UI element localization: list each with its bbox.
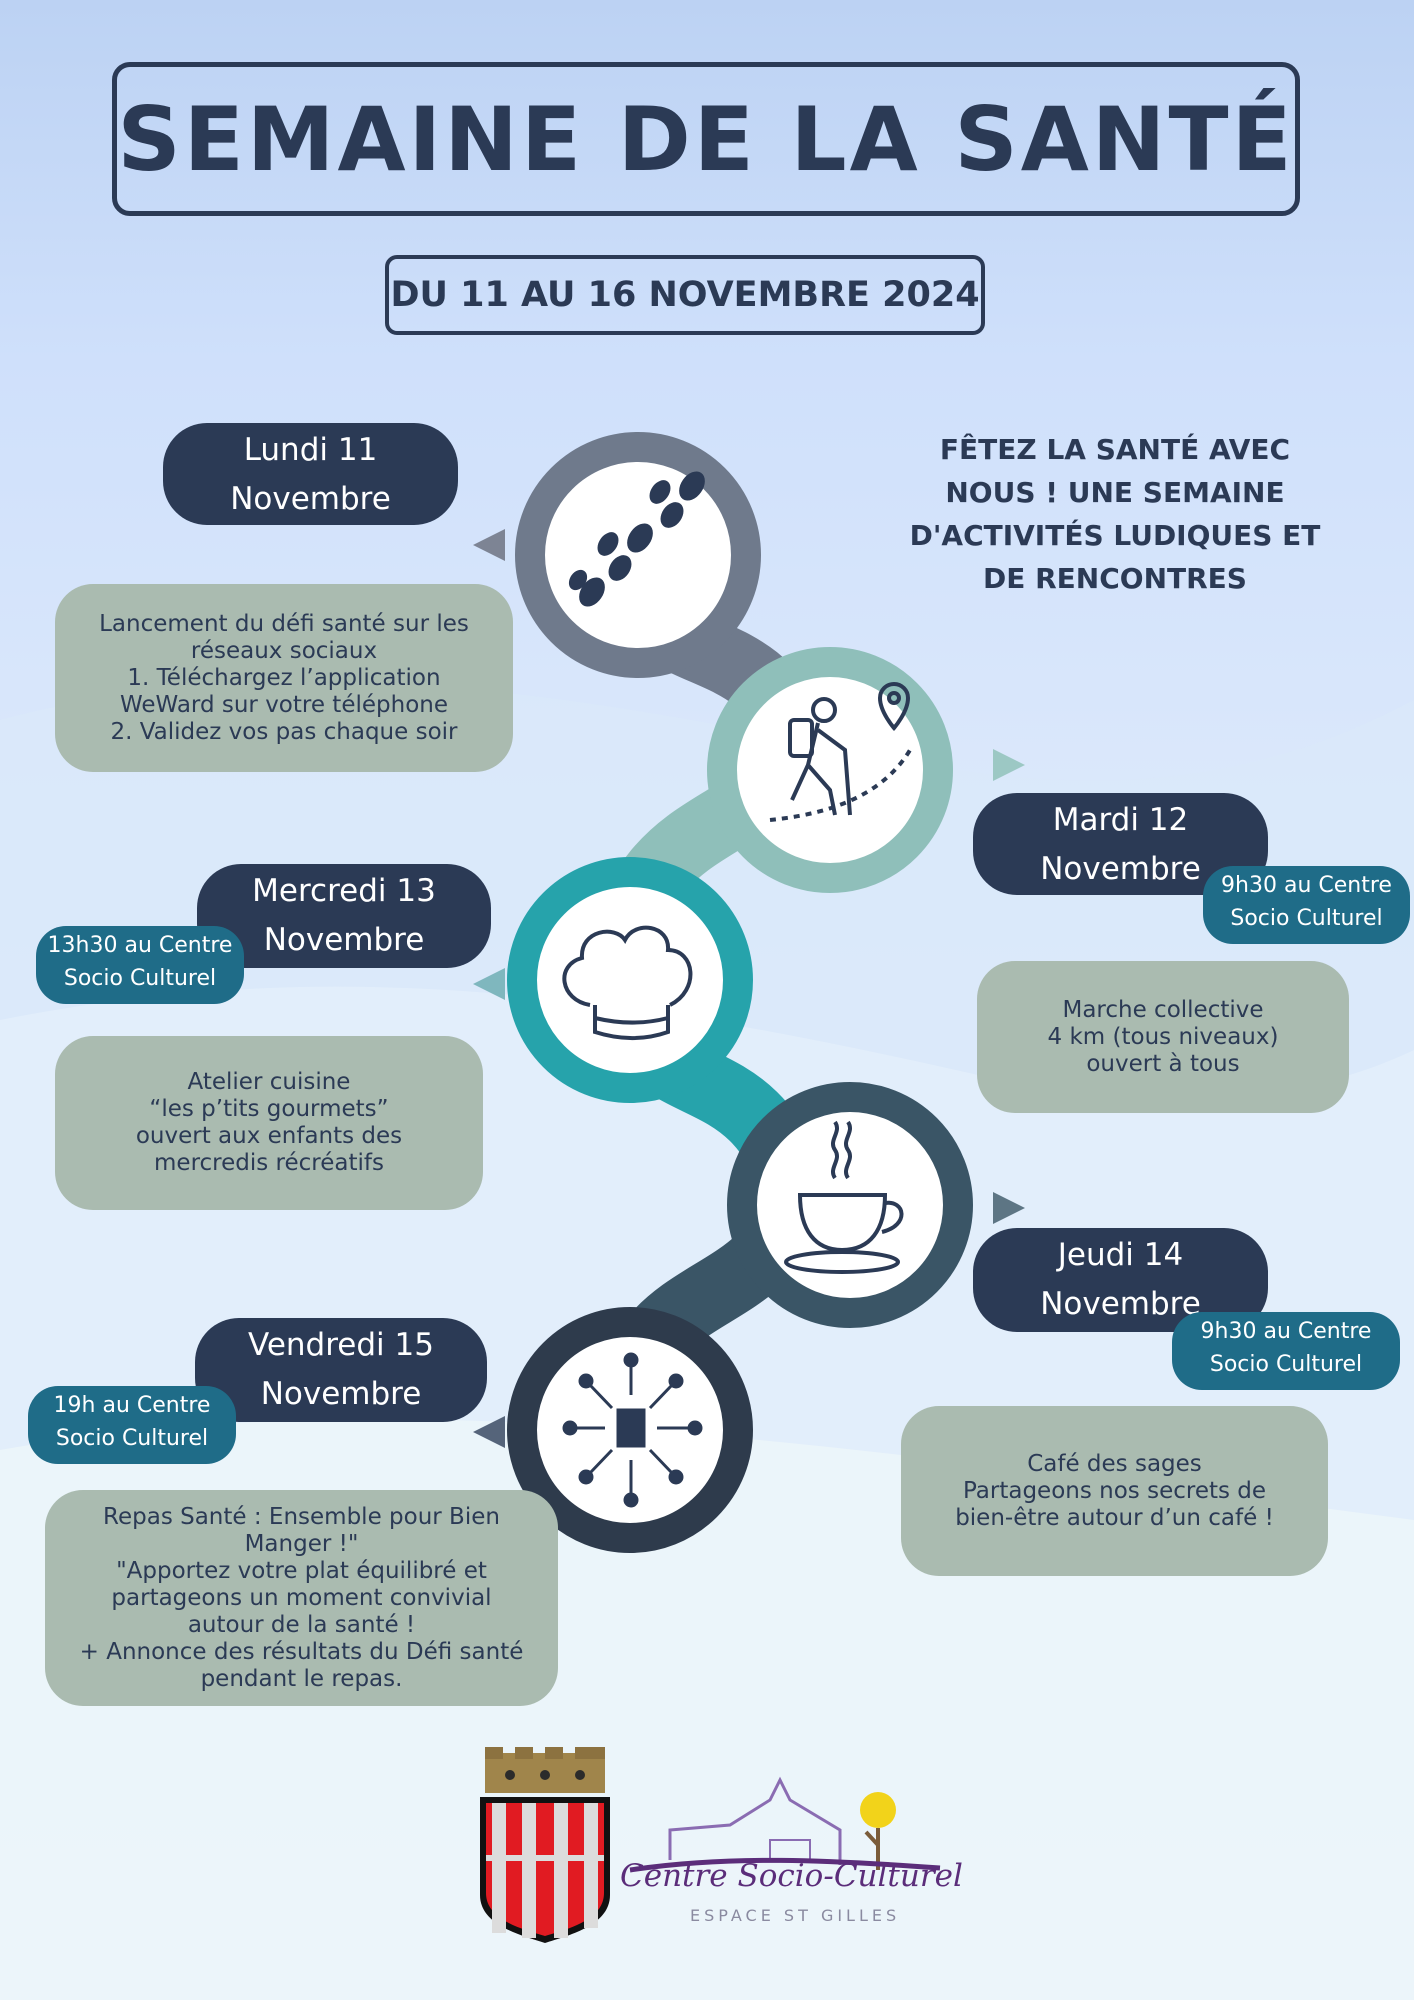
note-line: 1. Téléchargez l’application [127,664,441,691]
intro-line: D'ACTIVITÉS LUDIQUES ET [909,519,1321,552]
note-line: Café des sages [1027,1450,1202,1477]
note-line: Atelier cuisine [187,1069,351,1095]
note-line: autour de la santé ! [187,1611,416,1638]
intro-line: DE RENCONTRES [983,562,1247,595]
month-name: Novembre [1040,851,1201,887]
place-badge-mardi: 9h30 au Centre Socio Culturel [1203,866,1410,944]
title-box: SEMAINE DE LA SANTÉ [112,62,1300,216]
intro-line: FÊTEZ LA SANTÉ AVEC [939,433,1291,466]
date-box: DU 11 AU 16 NOVEMBRE 2024 [385,255,985,335]
city-coat-of-arms-logo [480,1747,610,1943]
note-line: “les p’tits gourmets” [149,1096,389,1122]
day-name: Mardi 12 [1052,802,1189,838]
note-line: bien-être autour d’un café ! [955,1504,1274,1531]
intro-text: FÊTEZ LA SANTÉ AVEC NOUS ! UNE SEMAINE D… [905,428,1325,600]
network-icon [562,1352,703,1508]
day-name: Lundi 11 [243,432,378,468]
note-line: Marche collective [1062,996,1264,1023]
place-line: Socio Culturel [55,1426,209,1451]
note-vendredi: Repas Santé : Ensemble pour Bien Manger … [45,1490,558,1706]
note-line: "Apportez votre plat équilibré et [116,1557,487,1584]
note-mardi: Marche collective 4 km (tous niveaux) ou… [977,961,1349,1113]
chef-hat-icon [562,925,693,1040]
footsteps-icon [568,471,705,607]
centre-socio-culturel-logo: Centre Socio-Culturel ESPACE ST GILLES [610,1770,963,1940]
note-line: Repas Santé : Ensemble pour Bien [103,1503,500,1530]
note-line: Lancement du défi santé sur les [99,610,469,637]
note-line: 4 km (tous niveaux) [1047,1023,1279,1050]
place-badge-jeudi: 9h30 au Centre Socio Culturel [1172,1312,1400,1390]
note-jeudi: Café des sages Partageons nos secrets de… [901,1406,1328,1576]
place-badge-vendredi: 19h au Centre Socio Culturel [28,1386,236,1464]
timeline-graphic [507,432,973,1553]
arrow-jeudi [993,1192,1025,1224]
place-line: Socio Culturel [1230,906,1383,931]
month-name: Novembre [1040,1286,1201,1322]
day-name: Vendredi 15 [248,1327,434,1363]
place-line: 13h30 au Centre [47,933,233,958]
note-lundi: Lancement du défi santé sur les réseaux … [55,584,513,772]
arrow-mardi [993,749,1025,781]
place-line: 9h30 au Centre [1221,873,1392,898]
note-line: Manger !" [244,1530,359,1557]
day-label-mercredi: Mercredi 13 Novembre [197,864,491,968]
day-name: Jeudi 14 [1057,1237,1184,1273]
centre-subtitle: ESPACE ST GILLES [690,1906,901,1925]
page-title: SEMAINE DE LA SANTÉ [117,87,1295,191]
day-label-lundi: Lundi 11 Novembre [163,423,458,525]
day-label-mardi: Mardi 12 Novembre [973,793,1268,895]
intro-line: NOUS ! UNE SEMAINE [945,476,1285,509]
place-line: 9h30 au Centre [1200,1319,1372,1344]
month-name: Novembre [263,922,425,958]
ring-chef [507,857,753,1103]
place-line: 19h au Centre [53,1393,211,1418]
coffee-cup-icon [784,1120,904,1274]
day-name: Mercredi 13 [252,873,436,909]
note-line: Partageons nos secrets de [962,1477,1267,1504]
ring-coffee [727,1082,973,1328]
day-label-vendredi: Vendredi 15 Novembre [195,1318,487,1422]
place-line: Socio Culturel [63,966,217,991]
month-name: Novembre [260,1376,422,1412]
note-line: + Annonce des résultats du Défi santé [79,1638,524,1665]
date-range: DU 11 AU 16 NOVEMBRE 2024 [390,275,980,315]
note-line: ouvert aux enfants des [135,1123,403,1149]
note-line: réseaux sociaux [190,637,378,664]
note-line: mercredis récréatifs [154,1150,384,1176]
hiker-icon [769,682,912,822]
note-line: partageons un moment convivial [111,1584,492,1611]
arrow-vendredi [473,1416,505,1448]
note-line: 2. Validez vos pas chaque soir [110,718,458,745]
month-name: Novembre [230,481,391,517]
arrow-mercredi [473,968,505,1000]
arrow-lundi [473,529,505,561]
note-line: WeWard sur votre téléphone [120,691,448,718]
centre-name: Centre Socio-Culturel [620,1858,963,1894]
place-badge-mercredi: 13h30 au Centre Socio Culturel [36,926,244,1004]
building-sun-icon [629,1776,941,1873]
ring-footsteps [515,432,761,678]
note-line: ouvert à tous [1086,1050,1240,1077]
note-mercredi: Atelier cuisine “les p’tits gourmets” ou… [55,1036,483,1210]
note-line: pendant le repas. [200,1665,403,1692]
place-line: Socio Culturel [1209,1352,1363,1377]
